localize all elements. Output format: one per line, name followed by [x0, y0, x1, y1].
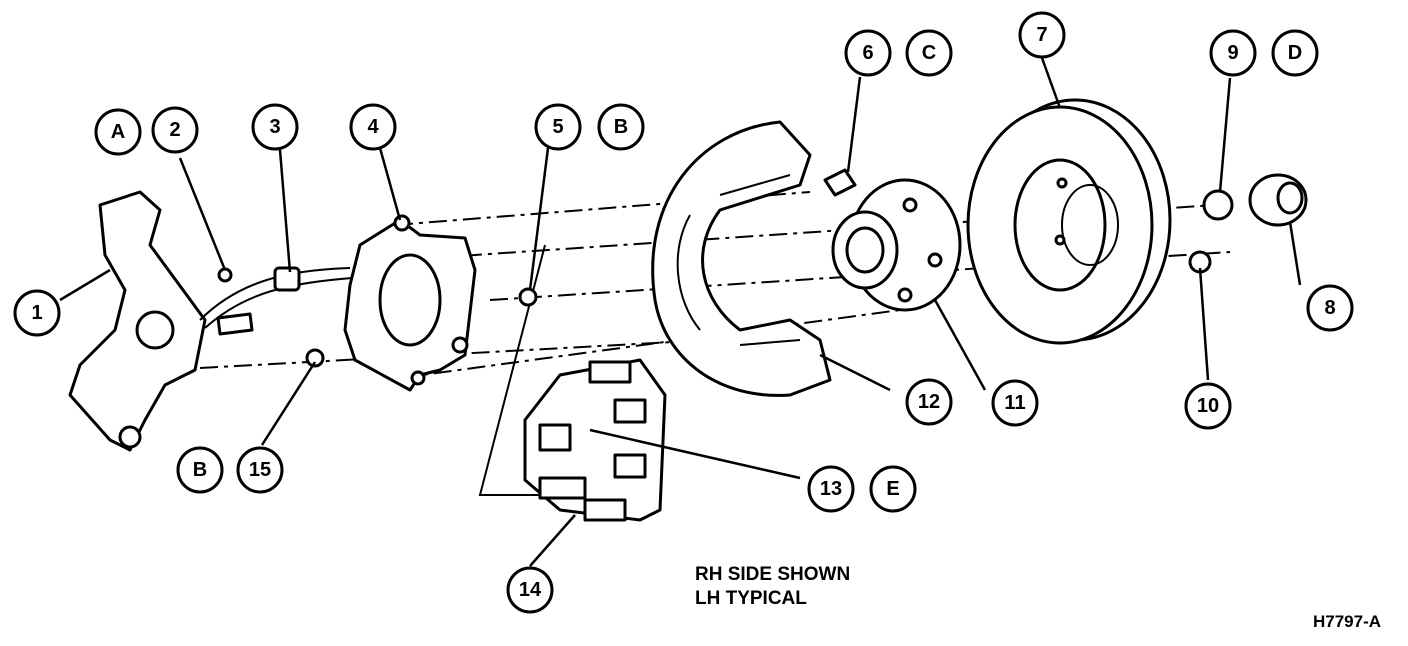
- nuts: [1188, 189, 1234, 274]
- callout-text: 4: [367, 116, 379, 138]
- callout-text: E: [886, 478, 899, 500]
- note-rh-side: RH SIDE SHOWN: [695, 564, 850, 585]
- callout-text: 9: [1227, 42, 1238, 64]
- callout-8: 8: [1306, 284, 1354, 332]
- callout-text: 15: [249, 459, 271, 481]
- callout-text: 11: [1004, 392, 1025, 414]
- callout-text: 10: [1197, 395, 1219, 417]
- shield-bolt: [823, 168, 857, 197]
- callout-D: D: [1271, 29, 1319, 77]
- callout-text: 14: [519, 579, 542, 601]
- brake-rotor: [966, 98, 1172, 345]
- hub-bearing: [831, 178, 962, 312]
- callout-text: 6: [862, 42, 873, 64]
- callout-14: 14: [506, 566, 554, 614]
- callout-B-lower: B: [176, 446, 224, 494]
- callout-text: 2: [169, 119, 180, 141]
- callout-text: 12: [918, 391, 940, 413]
- splash-shield: [651, 120, 832, 397]
- leader-lines: [59, 57, 1302, 567]
- callout-15: 15: [236, 446, 284, 494]
- callout-text: D: [1288, 42, 1302, 64]
- bolts: [216, 287, 538, 368]
- callout-11: 11: [991, 379, 1039, 427]
- callout-10: 10: [1184, 382, 1232, 430]
- callout-2: 2: [151, 106, 199, 154]
- callout-5: 5: [534, 103, 582, 151]
- callout-B-upper: B: [597, 103, 645, 151]
- callout-text: 1: [31, 302, 42, 324]
- callout-text: C: [922, 42, 936, 64]
- brake-adapter-plate: [343, 214, 477, 392]
- callout-7: 7: [1018, 11, 1066, 59]
- figure-code: H7797-A: [1313, 612, 1381, 631]
- callout-3: 3: [251, 103, 299, 151]
- callout-E: E: [869, 465, 917, 513]
- callout-text: 13: [820, 478, 842, 500]
- callout-text: B: [193, 459, 207, 481]
- dust-cap: [1248, 173, 1308, 227]
- brake-caliper: [523, 358, 667, 522]
- steering-knuckle: [68, 190, 207, 452]
- callout-text: B: [614, 116, 628, 138]
- callout-6: 6: [844, 29, 892, 77]
- callout-text: 7: [1036, 24, 1047, 46]
- callout-12: 12: [905, 378, 953, 426]
- callout-text: A: [111, 121, 125, 143]
- callout-text: 5: [552, 116, 563, 138]
- callout-13: 13: [807, 465, 855, 513]
- callout-text: 3: [269, 116, 280, 138]
- callout-A: A: [94, 108, 142, 156]
- callout-1: 1: [13, 289, 61, 337]
- callout-C: C: [905, 29, 953, 77]
- note-lh-typical: LH TYPICAL: [695, 588, 807, 609]
- callout-4: 4: [349, 103, 397, 151]
- callout-9: 9: [1209, 29, 1257, 77]
- callout-text: 8: [1324, 297, 1335, 319]
